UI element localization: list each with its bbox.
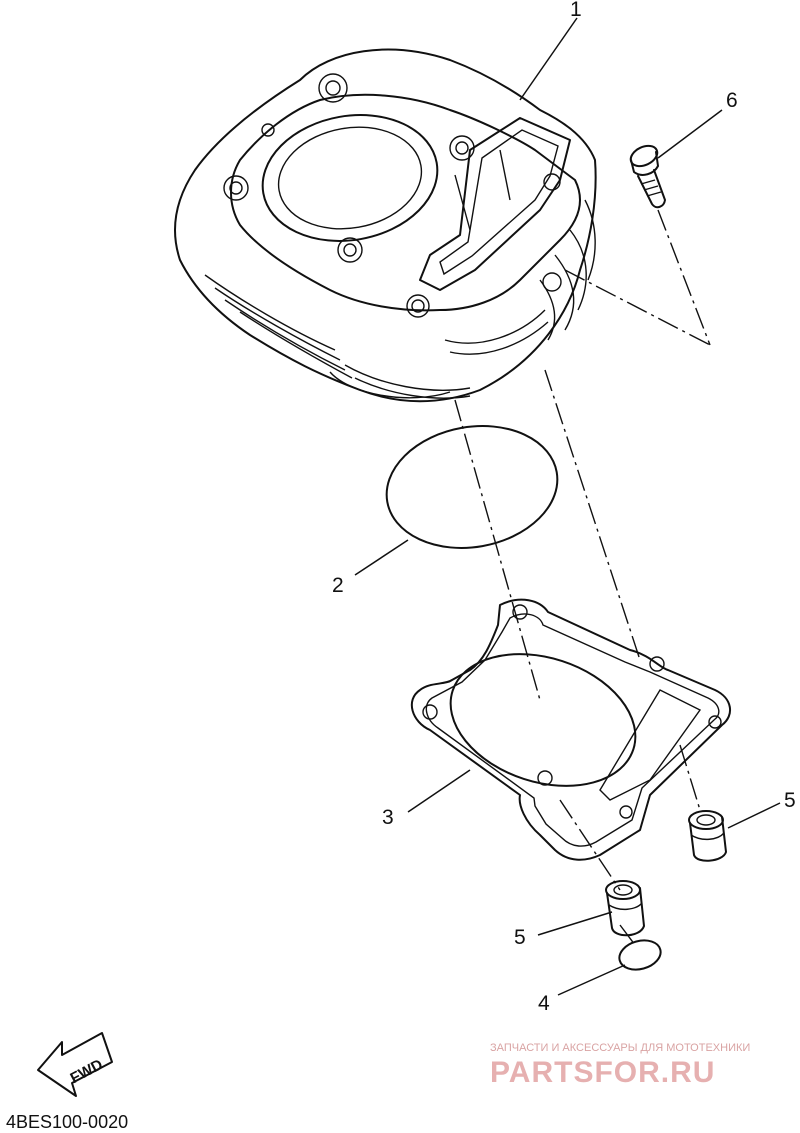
small-o-ring-part-4	[618, 939, 662, 971]
callout-6: 6	[726, 89, 738, 112]
o-ring-part-2	[385, 425, 559, 549]
dowel-pin-part-5-lower	[605, 880, 645, 937]
leader-lines	[354, 17, 781, 996]
callout-3: 3	[382, 806, 394, 829]
bolt-part-6	[629, 144, 666, 209]
forward-direction-arrow: FWD	[37, 1032, 113, 1097]
cylinder-part-1	[174, 48, 597, 403]
callout-4: 4	[538, 992, 550, 1015]
callout-2: 2	[332, 574, 344, 597]
watermark: ЗАПЧАСТИ И АКСЕССУАРЫ ДЛЯ МОТОТЕХНИКИ PA…	[490, 1042, 750, 1089]
fwd-label: FWD	[68, 1056, 106, 1087]
callout-5-lower: 5	[514, 926, 526, 949]
base-gasket-part-3	[410, 598, 731, 861]
callout-1: 1	[570, 0, 582, 21]
watermark-brand: PARTSFOR.RU	[490, 1056, 715, 1089]
callout-5-upper: 5	[784, 789, 796, 812]
diagram-code: 4BES100-0020	[6, 1112, 128, 1132]
dowel-pin-part-5-upper	[688, 810, 727, 862]
alignment-lines	[454, 209, 711, 946]
watermark-tagline: ЗАПЧАСТИ И АКСЕССУАРЫ ДЛЯ МОТОТЕХНИКИ	[490, 1042, 750, 1054]
